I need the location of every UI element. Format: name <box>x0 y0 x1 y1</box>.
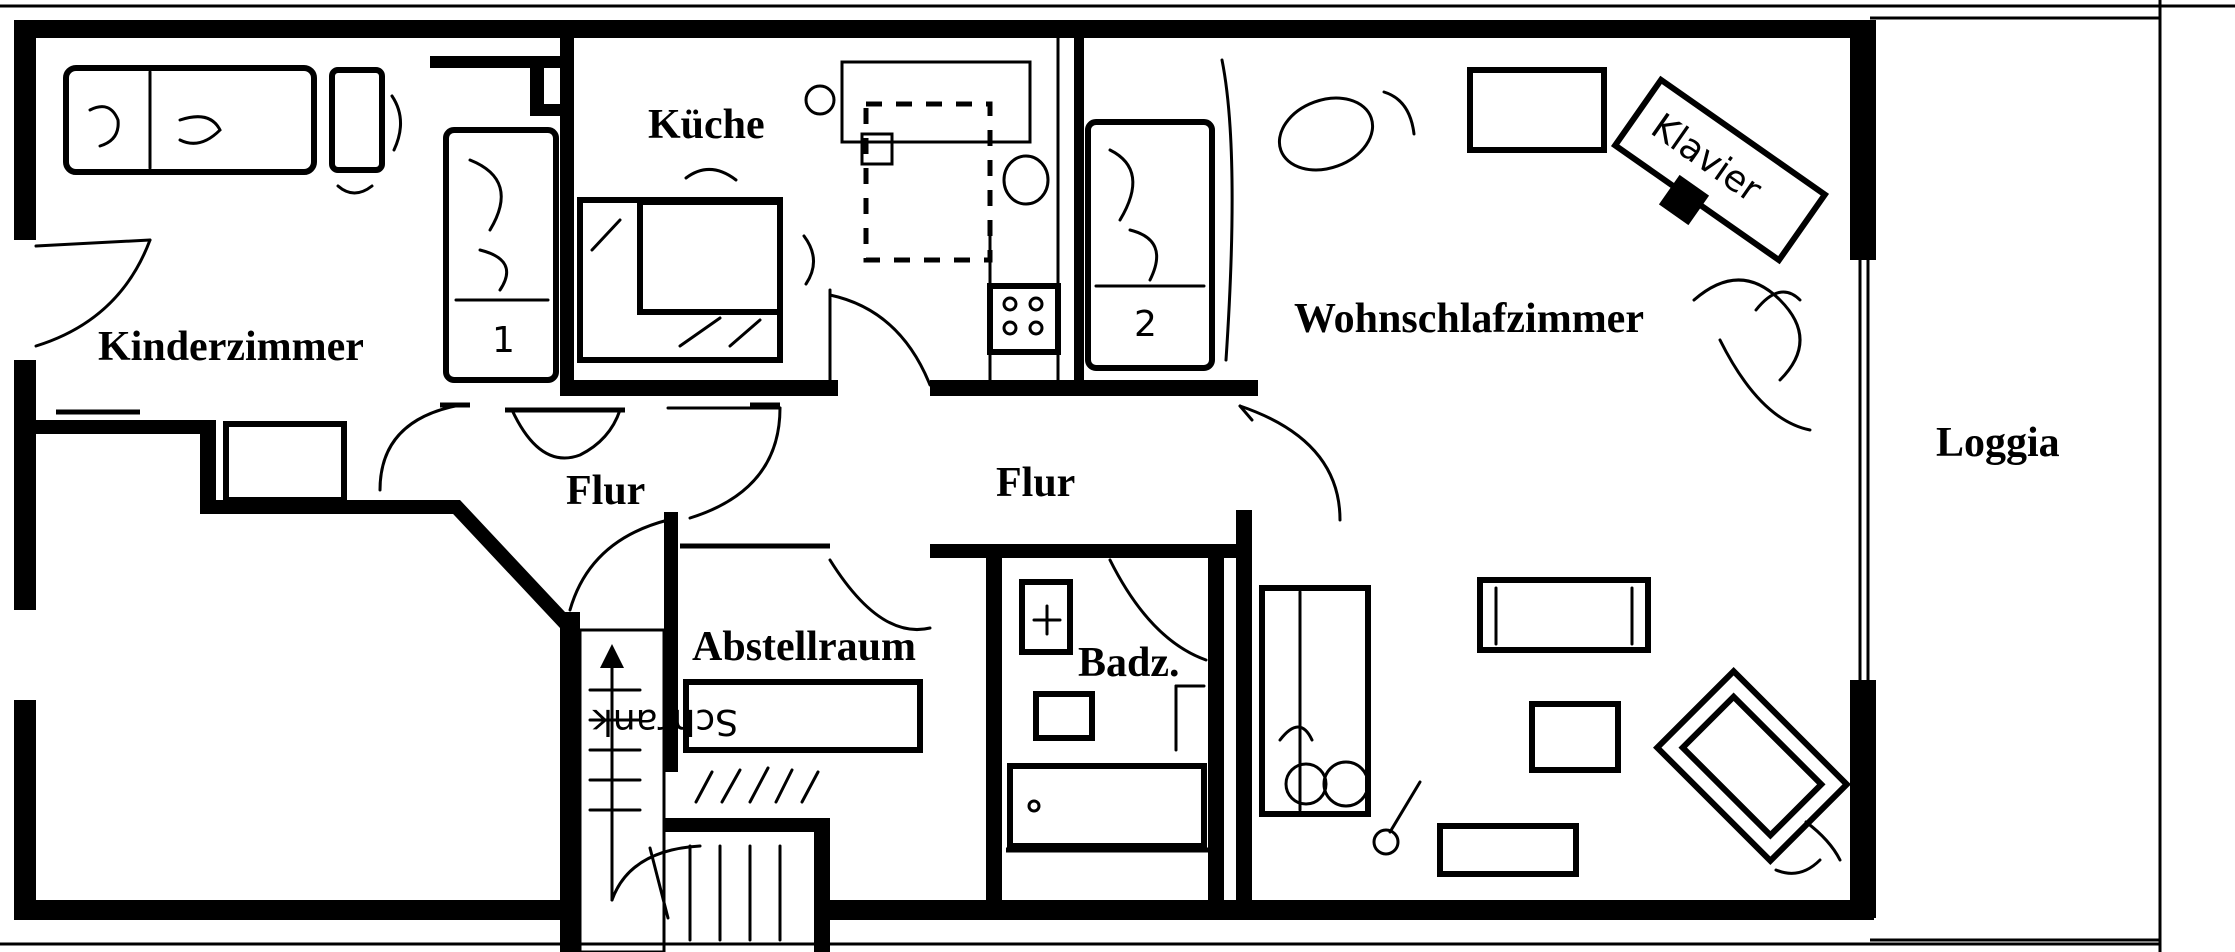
interior-walls <box>30 36 1258 952</box>
piano-stool <box>1658 174 1710 226</box>
round-table <box>1277 96 1375 172</box>
washbasin <box>1033 691 1095 741</box>
kitchen-table-dashed <box>863 101 993 263</box>
room-labels: Kinderzimmer Küche Flur Flur Abstellraum… <box>98 102 2060 686</box>
mirror <box>1019 579 1073 655</box>
kitchen-circle <box>804 84 836 116</box>
wardrobe <box>1259 585 1371 817</box>
room-label-wohnschlafzimmer: Wohnschlafzimmer <box>1294 296 1644 342</box>
bed-number-2: 2 <box>1134 304 1157 345</box>
low-bench <box>1437 823 1579 877</box>
room-label-flur-center: Flur <box>996 460 1075 506</box>
bad-furniture <box>1007 579 1207 849</box>
kueche-furniture <box>577 36 1061 392</box>
coffee-table <box>1529 701 1621 773</box>
bathtub <box>1007 763 1207 849</box>
wohnschlafzimmer-furniture: 2 Klavier <box>1085 58 1851 877</box>
room-label-kinderzimmer: Kinderzimmer <box>98 324 364 370</box>
desk-chair <box>329 67 385 173</box>
cabinet <box>1467 67 1607 153</box>
stove <box>987 283 1061 355</box>
schrank <box>683 679 923 753</box>
stair-arrow-icon <box>600 644 624 668</box>
room-label-badz: Badz. <box>1078 640 1180 686</box>
exterior-walls <box>14 20 1876 920</box>
room-label-loggia: Loggia <box>1936 420 2060 466</box>
bunk-bed-1 <box>443 127 559 383</box>
kitchen-bin <box>1002 154 1050 206</box>
bed-2 <box>1085 119 1215 371</box>
sofa <box>1477 577 1651 653</box>
kinderzimmer-cabinet <box>223 421 347 503</box>
room-label-abstellraum: Abstellraum <box>692 624 916 670</box>
door-swings <box>34 238 1342 662</box>
klavier: Klavier <box>1610 75 1830 265</box>
room-label-flur-left: Flur <box>566 468 645 514</box>
abstellraum-furniture: Schrank <box>592 679 923 804</box>
staircase <box>578 628 782 952</box>
room-label-kueche: Küche <box>648 102 765 148</box>
kinderzimmer-furniture: 1 <box>56 65 559 503</box>
bed-number-1: 1 <box>492 320 515 361</box>
sofa-bed <box>63 65 317 175</box>
sink <box>637 199 783 315</box>
